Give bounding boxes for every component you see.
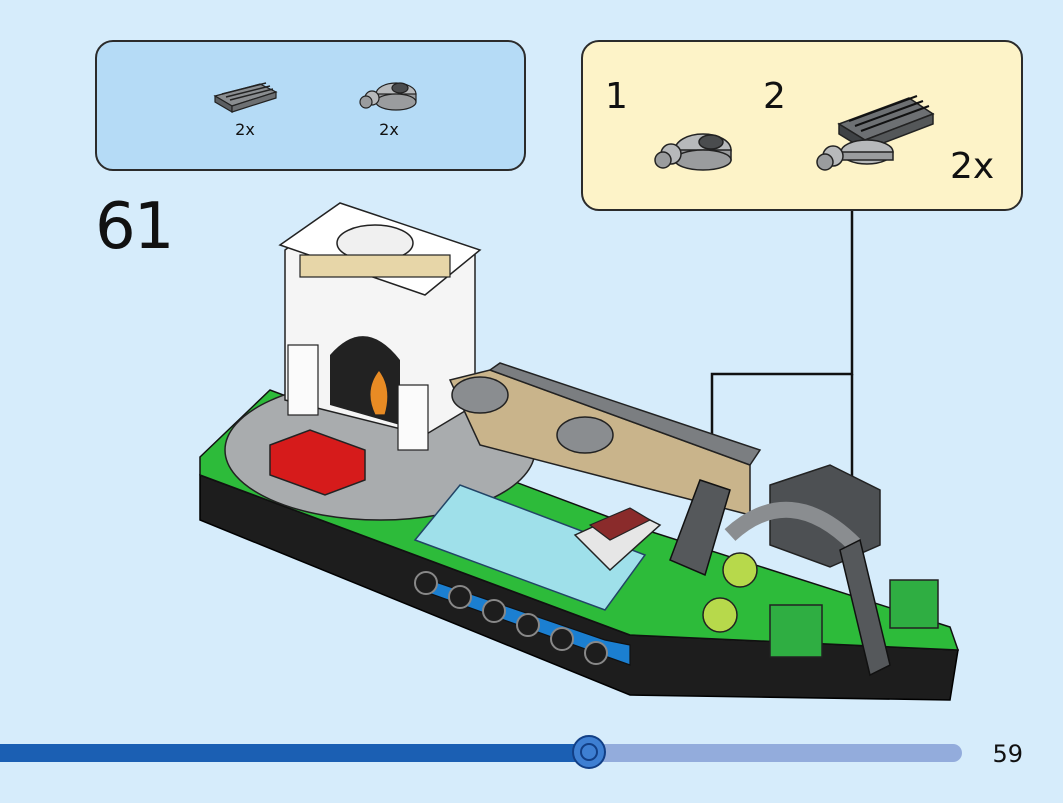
progress-fill: [0, 744, 589, 762]
clip-grille-assembly-icon: [816, 95, 935, 171]
step-number: 61: [95, 190, 174, 264]
model-illustration: [199, 202, 960, 701]
grille-plate-icon: [213, 82, 278, 114]
part-qty: 2x: [235, 120, 255, 139]
substep-number-1: 1: [605, 76, 628, 117]
substep-box: 1 2 2x: [581, 40, 1023, 211]
part-qty: 2x: [379, 120, 399, 139]
part-grille-plate: 2x: [209, 74, 281, 139]
callout-arrow-line: [710, 211, 854, 460]
substep-number-2: 2: [763, 76, 786, 117]
substep-multiplier: 2x: [950, 146, 995, 187]
progress-knob: [572, 735, 606, 769]
clip-plate-icon: [359, 82, 417, 111]
progress-bar: [0, 735, 962, 769]
parts-list-box: 2x 2x: [95, 40, 526, 171]
page-number: 59: [992, 740, 1023, 768]
clip-plate-icon: [654, 133, 732, 171]
part-clip-plate: 2x: [353, 74, 425, 139]
